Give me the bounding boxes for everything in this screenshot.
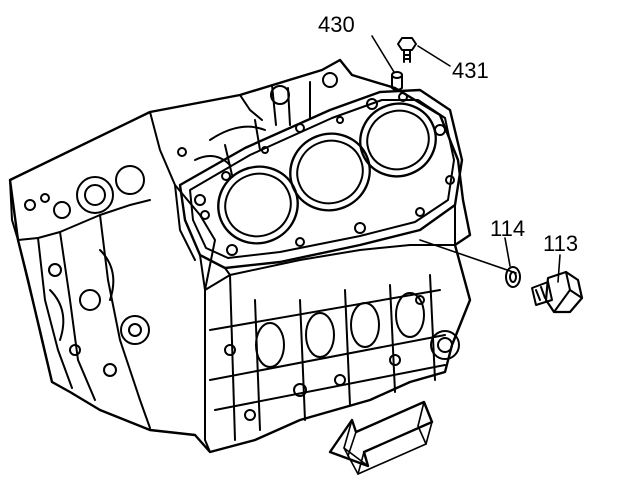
cylinder-bore-2 [289,132,371,212]
leader-lines [371,35,561,283]
cylinder-bore-1 [217,165,299,245]
deck-surface [178,88,464,291]
front-direction-arrow [328,400,434,468]
washer-114 [505,266,521,288]
bolt-431 [397,37,417,63]
callout-430: 430 [318,12,355,37]
cylinder-bore-3 [359,102,437,178]
engine-block [8,58,472,454]
callout-114: 114 [490,216,526,241]
plug-bolt-113 [531,270,584,314]
callout-113: 113 [543,231,579,256]
callout-431: 431 [452,58,489,83]
dowel-pin-430 [391,71,403,91]
cylinder-bores [217,102,437,245]
